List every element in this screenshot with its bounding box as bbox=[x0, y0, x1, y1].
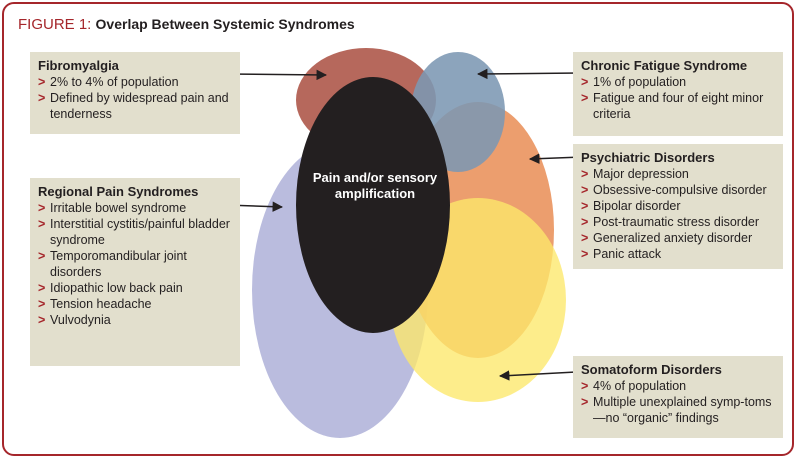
psychiatric-box: Psychiatric Disorders >Major depression … bbox=[573, 144, 783, 269]
list-item: >Panic attack bbox=[581, 247, 662, 261]
list-item: >Defined by widespread pain and tenderne… bbox=[38, 91, 229, 121]
list-item: >Obsessive-compulsive disorder bbox=[581, 183, 767, 197]
bullet-icon: > bbox=[581, 231, 589, 245]
bullet-icon: > bbox=[581, 167, 589, 181]
regional-pain-box: Regional Pain Syndromes >Irritable bowel… bbox=[30, 178, 240, 366]
list-item: >Fatigue and four of eight minor criteri… bbox=[581, 91, 764, 121]
bullet-icon: > bbox=[581, 247, 589, 261]
bullet-icon: > bbox=[581, 395, 589, 409]
list-item: >Temporomandibular joint disorders bbox=[38, 249, 187, 279]
list-item: >1% of population bbox=[581, 75, 687, 89]
list-item: >Vulvodynia bbox=[38, 313, 111, 327]
bullet-icon: > bbox=[38, 297, 46, 311]
list-item: >2% to 4% of population bbox=[38, 75, 179, 89]
fibromyalgia-box: Fibromyalgia >2% to 4% of population >De… bbox=[30, 52, 240, 134]
bullet-icon: > bbox=[581, 215, 589, 229]
list-item: >Major depression bbox=[581, 167, 689, 181]
chronic-fatigue-arrow bbox=[476, 68, 581, 80]
bullet-icon: > bbox=[38, 91, 46, 105]
chronic-fatigue-box: Chronic Fatigue Syndrome >1% of populati… bbox=[573, 52, 783, 136]
figure-title-text: Overlap Between Systemic Syndromes bbox=[95, 16, 355, 32]
bullet-icon: > bbox=[38, 75, 46, 89]
list-item: >Tension headache bbox=[38, 297, 152, 311]
somatoform-arrow bbox=[498, 370, 577, 381]
chronic-fatigue-title: Chronic Fatigue Syndrome bbox=[581, 58, 748, 73]
bullet-icon: > bbox=[581, 91, 589, 105]
somatoform-title: Somatoform Disorders bbox=[581, 362, 722, 377]
bullet-icon: > bbox=[38, 313, 46, 327]
bullet-icon: > bbox=[581, 379, 589, 393]
somatoform-box: Somatoform Disorders >4% of population >… bbox=[573, 356, 783, 438]
psychiatric-title: Psychiatric Disorders bbox=[581, 150, 715, 165]
bullet-icon: > bbox=[38, 217, 46, 231]
list-item: >Irritable bowel syndrome bbox=[38, 201, 187, 215]
list-item: >Bipolar disorder bbox=[581, 199, 681, 213]
bullet-icon: > bbox=[581, 75, 589, 89]
bullet-icon: > bbox=[38, 201, 46, 215]
bullet-icon: > bbox=[581, 199, 589, 213]
list-item: >Multiple unexplained symp-toms—no “orga… bbox=[581, 395, 772, 425]
center-label: Pain and/or sensory amplification bbox=[312, 170, 438, 201]
list-item: >Idiopathic low back pain bbox=[38, 281, 183, 295]
figure-title: FIGURE 1: Overlap Between Systemic Syndr… bbox=[18, 16, 355, 33]
bullet-icon: > bbox=[38, 281, 46, 295]
list-item: >4% of population bbox=[581, 379, 687, 393]
bullet-icon: > bbox=[581, 183, 589, 197]
fibromyalgia-title: Fibromyalgia bbox=[38, 58, 119, 73]
figure-label: FIGURE 1: bbox=[18, 16, 92, 33]
list-item: >Post-traumatic stress disorder bbox=[581, 215, 760, 229]
list-item: >Generalized anxiety disorder bbox=[581, 231, 753, 245]
center-ellipse bbox=[296, 77, 450, 333]
bullet-icon: > bbox=[38, 249, 46, 263]
list-item: >Interstitial cystitis/painful bladder s… bbox=[38, 217, 230, 247]
regional-pain-title: Regional Pain Syndromes bbox=[38, 184, 199, 199]
figure-frame bbox=[2, 2, 794, 456]
